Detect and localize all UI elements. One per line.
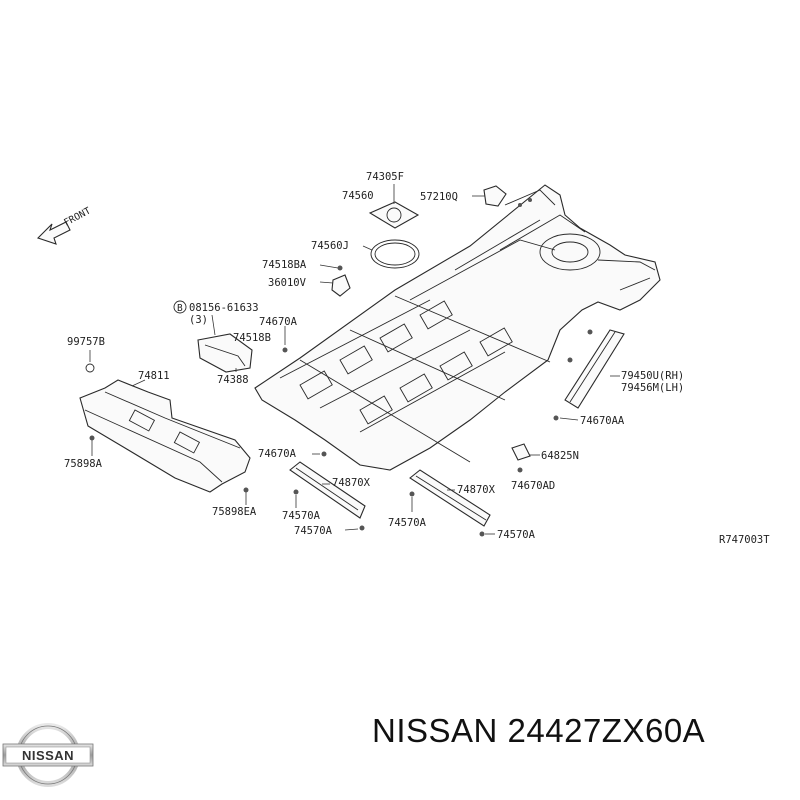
label-99757b: 99757B (67, 336, 105, 348)
label-74670a-2: 74670A (258, 448, 297, 460)
label-74560: 74560 (342, 190, 374, 202)
label-74570a-3: 74570A (388, 517, 427, 529)
label-36010v: 36010V (268, 277, 307, 289)
part-number-caption: NISSAN 24427ZX60A (372, 712, 706, 749)
front-arrow-icon (36, 221, 71, 245)
rail-74870x-right (409, 469, 491, 527)
label-74518b: 74518B (233, 332, 271, 344)
rail-74870x-left (289, 461, 366, 519)
label-75898ea: 75898EA (212, 506, 257, 518)
label-08156-qty: (3) (189, 314, 208, 326)
label-74570a-2: 74570A (294, 525, 333, 537)
logo-text: NISSAN (22, 748, 74, 763)
label-74570a-4: 74570A (497, 529, 536, 541)
cover-plate-74560 (368, 201, 420, 229)
label-74305f: 74305F (366, 171, 404, 183)
label-74670a-1: 74670A (259, 316, 298, 328)
label-57210q: 57210Q (420, 191, 458, 203)
label-74670aa: 74670AA (580, 415, 625, 427)
bracket-64825n (511, 443, 531, 461)
label-79450u: 79450U(RH) (621, 370, 684, 382)
label-79456m: 79456M(LH) (621, 382, 684, 394)
label-74811: 74811 (138, 370, 170, 382)
label-64825n: 64825N (541, 450, 579, 462)
under-cover-74811 (79, 379, 251, 493)
label-74870x-2: 74870X (457, 484, 496, 496)
bracket-74388 (197, 333, 253, 373)
label-08156-61633: 08156-61633 (189, 302, 259, 314)
side-member-79450u (564, 329, 625, 409)
label-74518ba: 74518BA (262, 259, 307, 271)
seal-ring-74560j (370, 239, 420, 269)
front-label: FRONT (62, 205, 93, 228)
reference-code: R747003T (719, 534, 770, 546)
label-74388: 74388 (217, 374, 249, 386)
label-74560j: 74560J (311, 240, 349, 252)
label-74870x-1: 74870X (332, 477, 371, 489)
clip-57210q (483, 185, 507, 207)
main-floor-panel (254, 184, 661, 471)
bracket-36010v (331, 274, 351, 297)
label-74670ad: 74670AD (511, 480, 555, 492)
label-75898a: 75898A (64, 458, 103, 470)
part-labels: 74305F 74560 57210Q 74560J 74518BA 36010… (64, 171, 770, 546)
nissan-logo-icon: NISSAN (2, 723, 94, 787)
label-74570a-1: 74570A (282, 510, 321, 522)
b-marker: B (177, 303, 183, 314)
